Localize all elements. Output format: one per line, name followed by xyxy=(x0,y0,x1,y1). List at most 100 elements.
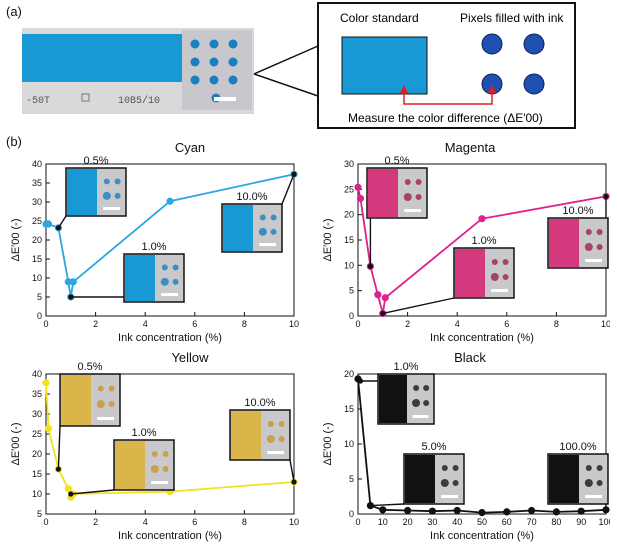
x-tick-label: 6 xyxy=(192,319,197,329)
data-point xyxy=(44,220,53,228)
y-tick-label: 20 xyxy=(32,235,42,245)
y-tick-label: 30 xyxy=(344,159,354,169)
y-tick-label: 25 xyxy=(32,216,42,226)
y-tick-label: 25 xyxy=(32,429,42,439)
data-point xyxy=(374,291,382,299)
x-axis-label: Ink concentration (%) xyxy=(430,332,534,344)
leader-dot xyxy=(357,378,364,384)
y-tick-label: 25 xyxy=(344,184,354,194)
series-line xyxy=(357,187,607,314)
x-tick-label: 70 xyxy=(527,517,537,527)
chart-title-magenta: Magenta xyxy=(444,140,496,155)
x-axis-label: Ink concentration (%) xyxy=(118,332,222,344)
x-tick-label: 2 xyxy=(405,319,410,329)
leader-dot xyxy=(291,479,297,485)
x-tick-label: 8 xyxy=(242,517,247,527)
measure-arrow xyxy=(403,90,493,105)
inset-image xyxy=(453,247,515,299)
data-point xyxy=(42,379,50,387)
x-tick-label: 4 xyxy=(455,319,460,329)
data-point xyxy=(356,194,365,203)
chart-black: 010203040506070809010005101520Ink concen… xyxy=(322,361,610,542)
strip-marker-1 xyxy=(81,93,90,102)
leader-dot xyxy=(291,171,297,177)
inset-label: 1.0% xyxy=(393,361,418,373)
data-point xyxy=(64,278,72,286)
leader-line xyxy=(70,489,115,495)
x-tick-label: 0 xyxy=(355,319,360,329)
y-tick-label: 40 xyxy=(32,369,42,379)
leader-dot xyxy=(68,491,74,497)
strip-text-left: -50T xyxy=(26,96,50,107)
x-tick-label: 8 xyxy=(242,319,247,329)
y-tick-label: 0 xyxy=(37,311,42,321)
x-tick-label: 10 xyxy=(289,319,299,329)
leader-dot xyxy=(367,503,373,509)
inset-image xyxy=(547,453,609,505)
y-axis-label: ΔE′00 (-) xyxy=(322,218,334,261)
data-point xyxy=(166,197,174,205)
panel-b-label: (b) xyxy=(6,134,22,149)
data-point xyxy=(64,485,72,493)
arrow-head-left xyxy=(400,85,408,93)
y-tick-label: 35 xyxy=(32,389,42,399)
x-tick-label: 4 xyxy=(143,319,148,329)
inset-label: 10.0% xyxy=(562,205,593,217)
x-tick-label: 4 xyxy=(143,517,148,527)
chart-title-cyan: Cyan xyxy=(174,140,206,155)
y-axis-label: ΔE′00 (-) xyxy=(322,422,334,465)
y-tick-label: 20 xyxy=(344,369,354,379)
inset-image xyxy=(229,409,291,461)
y-tick-label: 15 xyxy=(344,404,354,414)
x-tick-label: 10 xyxy=(601,319,610,329)
data-point xyxy=(354,183,362,191)
inset-label: 10.0% xyxy=(236,191,267,203)
y-tick-label: 0 xyxy=(349,509,354,519)
y-tick-label: 20 xyxy=(32,449,42,459)
data-point xyxy=(478,509,486,517)
inset-image xyxy=(366,167,428,219)
data-point xyxy=(428,507,436,515)
leader-line xyxy=(382,297,455,315)
x-tick-label: 90 xyxy=(576,517,586,527)
x-tick-label: 6 xyxy=(192,517,197,527)
data-point xyxy=(379,506,387,514)
leader-dot xyxy=(55,466,62,472)
x-axis-label: Ink concentration (%) xyxy=(118,530,222,542)
leader-dot xyxy=(68,294,74,300)
y-tick-label: 10 xyxy=(32,273,42,283)
y-tick-label: 15 xyxy=(32,469,42,479)
y-tick-label: 10 xyxy=(344,439,354,449)
inset-image xyxy=(123,253,185,303)
leader-dot xyxy=(603,193,609,200)
inset-label: 1.0% xyxy=(471,235,496,247)
inset-label: 10.0% xyxy=(244,397,275,409)
data-point xyxy=(44,424,53,432)
callout-line-bottom xyxy=(253,73,319,97)
y-tick-label: 5 xyxy=(37,509,42,519)
leader-line xyxy=(281,173,295,205)
y-tick-label: 5 xyxy=(349,286,354,296)
y-tick-label: 40 xyxy=(32,159,42,169)
x-tick-label: 50 xyxy=(477,517,487,527)
inset-label: 1.0% xyxy=(131,427,156,439)
y-tick-label: 0 xyxy=(349,311,354,321)
inset-label: 0.5% xyxy=(83,155,108,167)
callout-caption: Measure the color difference (ΔE′00) xyxy=(348,111,543,125)
inset-image xyxy=(403,453,465,505)
y-axis-label: ΔE′00 (-) xyxy=(10,218,22,261)
y-tick-label: 10 xyxy=(32,489,42,499)
x-tick-label: 40 xyxy=(452,517,462,527)
inset-image xyxy=(65,167,127,217)
y-tick-label: 10 xyxy=(344,260,354,270)
data-point xyxy=(552,508,560,516)
y-tick-label: 5 xyxy=(37,292,42,302)
callout-title-right: Pixels filled with ink xyxy=(460,11,564,25)
x-tick-label: 2 xyxy=(93,517,98,527)
data-point xyxy=(381,294,389,302)
x-tick-label: 10 xyxy=(378,517,388,527)
panel-a-label: (a) xyxy=(6,4,22,19)
leader-dot xyxy=(603,507,609,513)
x-tick-label: 30 xyxy=(427,517,437,527)
